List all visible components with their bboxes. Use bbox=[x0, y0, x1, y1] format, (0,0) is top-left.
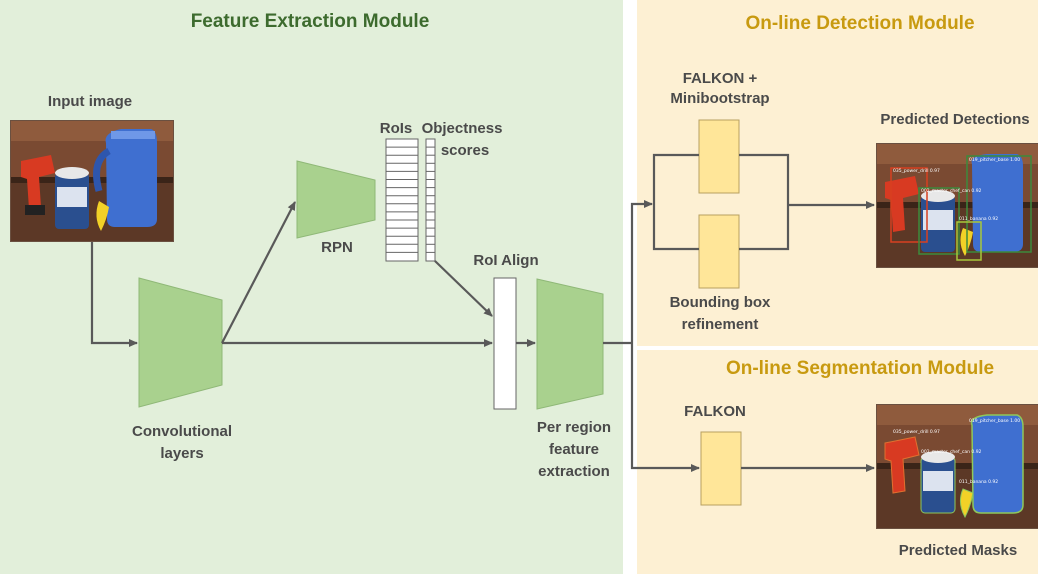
per-region-block bbox=[536, 278, 604, 410]
rpn-block bbox=[296, 160, 376, 239]
det-label-pitcher: 019_pitcher_base 1.00 bbox=[969, 157, 1020, 163]
mask-label-pitcher: 019_pitcher_base 1.00 bbox=[969, 418, 1020, 424]
mask-label-chef-can: 002_master_chef_can 0.92 bbox=[921, 449, 982, 455]
det-label-chef-can: 002_master_chef_can 0.92 bbox=[921, 188, 982, 194]
objectness-label-line2: scores bbox=[440, 142, 490, 159]
feature-extraction-panel bbox=[0, 0, 623, 574]
falkon-mini-label-line2: Minibootstrap bbox=[670, 90, 770, 107]
falkon-minibootstrap-block bbox=[698, 119, 740, 194]
input-image-photo bbox=[10, 120, 174, 242]
arrow-conv-to-rpn bbox=[221, 201, 296, 344]
det-label-banana: 011_banana 0.92 bbox=[959, 216, 998, 222]
roi-align-label: RoI Align bbox=[473, 252, 539, 269]
objectness-scores-column bbox=[425, 138, 436, 262]
per-region-label-line2: feature bbox=[548, 441, 600, 458]
per-region-label-line3: extraction bbox=[538, 463, 610, 480]
detection-merge-bottom bbox=[739, 205, 790, 251]
arrow-to-segmentation bbox=[630, 343, 700, 472]
rpn-label: RPN bbox=[321, 239, 353, 256]
roi-align-box bbox=[493, 277, 517, 410]
input-image-label: Input image bbox=[47, 93, 133, 110]
det-label-power-drill: 035_power_drill 0.97 bbox=[893, 168, 940, 174]
mask-label-power-drill: 035_power_drill 0.97 bbox=[893, 429, 940, 435]
bbox-label-line1: Bounding box bbox=[669, 294, 771, 311]
mask-label-banana: 011_banana 0.92 bbox=[959, 479, 998, 485]
rois-stack bbox=[385, 138, 419, 262]
arrow-input-to-conv bbox=[90, 242, 138, 347]
predicted-masks-label: Predicted Masks bbox=[898, 542, 1018, 559]
segmentation-title: On-line Segmentation Module bbox=[725, 358, 995, 379]
falkon-segmentation-block bbox=[700, 431, 742, 506]
detection-split-bottom bbox=[652, 204, 699, 251]
detection-merge-top bbox=[739, 153, 790, 205]
predicted-masks-photo: 035_power_drill 0.97 019_pitcher_base 1.… bbox=[876, 404, 1038, 529]
detection-title: On-line Detection Module bbox=[745, 13, 975, 34]
predicted-detections-photo: 035_power_drill 0.97 019_pitcher_base 1.… bbox=[876, 143, 1038, 268]
conv-label-line1: Convolutional bbox=[132, 423, 232, 440]
arrow-to-detection bbox=[630, 200, 653, 343]
conv-layers-block bbox=[138, 277, 223, 408]
bbox-label-line2: refinement bbox=[681, 316, 759, 333]
falkon-mini-label-line1: FALKON + bbox=[682, 70, 758, 87]
objectness-label-line1: Objectness bbox=[421, 120, 503, 137]
rois-label: RoIs bbox=[379, 120, 413, 137]
falkon-label: FALKON bbox=[684, 403, 746, 420]
detection-split-top bbox=[652, 153, 699, 204]
feature-extraction-title: Feature Extraction Module bbox=[190, 11, 430, 32]
arrow-scores-to-roi-align bbox=[434, 260, 493, 317]
bbox-refinement-block bbox=[698, 214, 740, 289]
predicted-detections-label: Predicted Detections bbox=[880, 111, 1030, 128]
per-region-label-line1: Per region bbox=[536, 419, 612, 436]
conv-label-line2: layers bbox=[160, 445, 204, 462]
